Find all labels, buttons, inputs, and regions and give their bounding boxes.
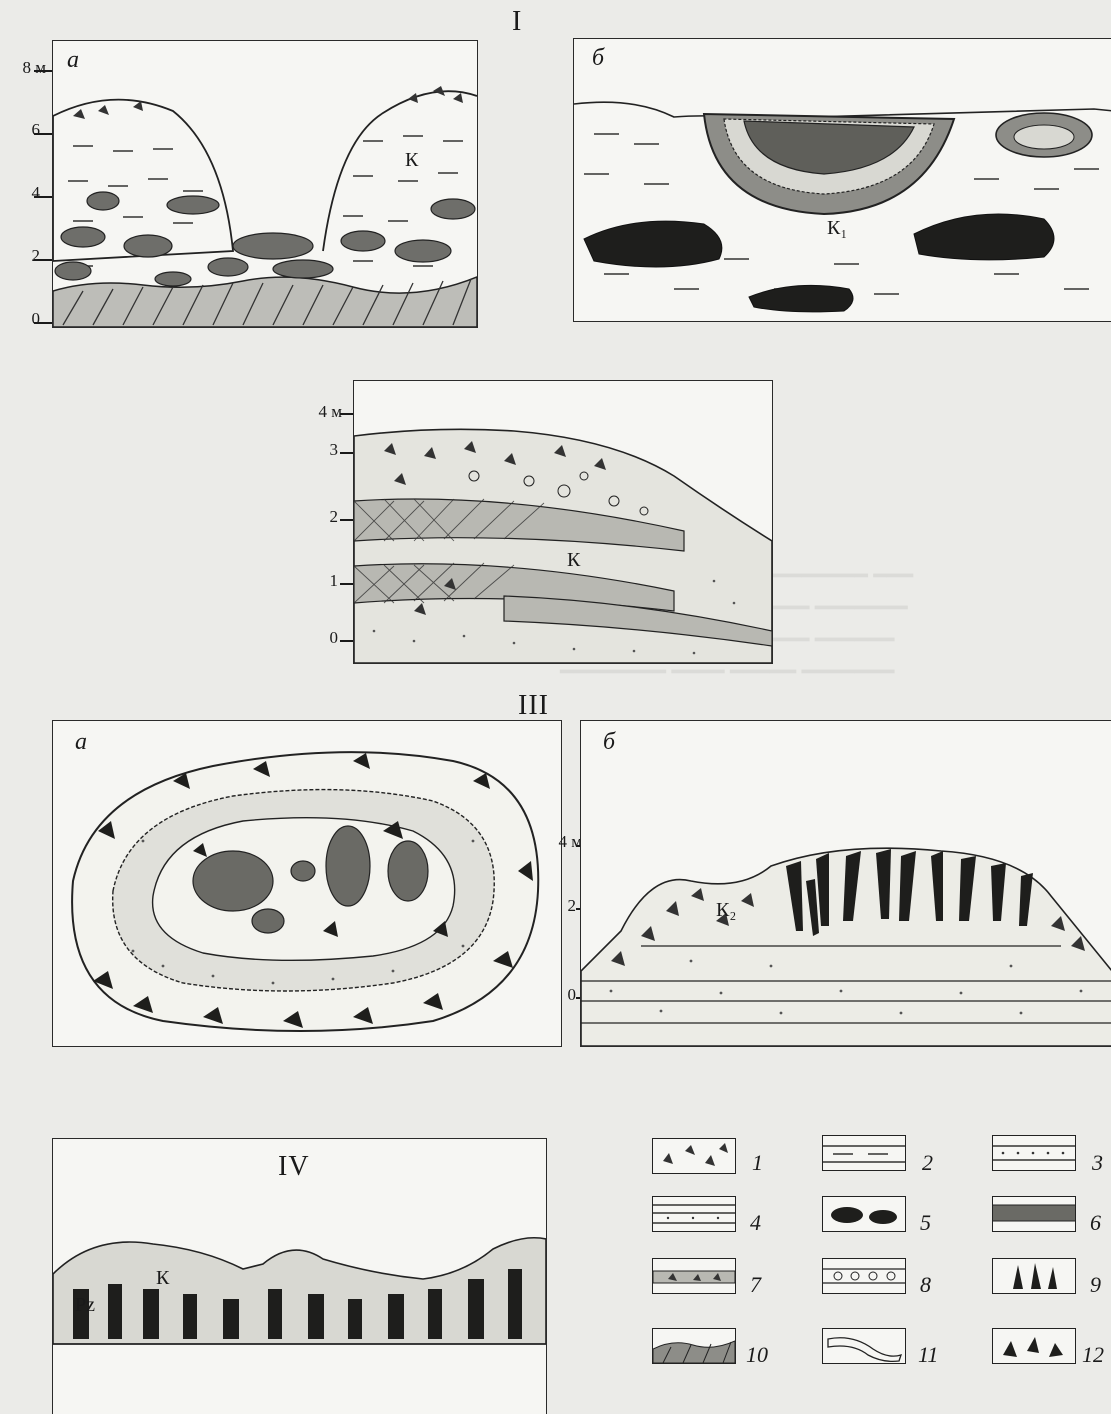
legend-swatch-silt bbox=[652, 1196, 736, 1232]
unit-symbol-K: К bbox=[156, 1267, 169, 1290]
panel-II-section bbox=[354, 381, 772, 663]
figure-label-I: I bbox=[512, 6, 522, 38]
panel-Ia-section bbox=[53, 41, 477, 327]
panel-Ia: а К bbox=[52, 40, 478, 328]
tick-label: 8 м bbox=[2, 58, 46, 78]
legend-number: 2 bbox=[922, 1150, 933, 1176]
legend-number: 12 bbox=[1082, 1342, 1104, 1368]
tick-label: 4 bbox=[2, 183, 40, 203]
tick-label: 2 bbox=[536, 896, 576, 916]
legend-number: 3 bbox=[1092, 1150, 1103, 1176]
tick-label: 0 bbox=[2, 309, 40, 329]
panel-IIIb: б К₂ bbox=[580, 720, 1111, 1047]
legend-swatch-mixed-lens bbox=[652, 1258, 736, 1294]
panel-IIIa-plan bbox=[53, 721, 561, 1046]
panel-letter: а bbox=[75, 729, 87, 756]
figure-label-III: III bbox=[518, 690, 549, 722]
legend-number: 9 bbox=[1090, 1272, 1101, 1298]
panel-IIIa: а bbox=[52, 720, 562, 1047]
legend-swatch-concretions bbox=[822, 1196, 906, 1232]
tick-label: 6 bbox=[2, 120, 40, 140]
legend-swatch-debris bbox=[992, 1328, 1076, 1364]
tick-label: 0 bbox=[300, 628, 338, 648]
legend-swatch-vein bbox=[822, 1328, 906, 1364]
panel-letter: а bbox=[67, 47, 79, 74]
panel-letter: б bbox=[592, 45, 604, 72]
tick-label: 4 м bbox=[300, 402, 342, 422]
legend-number: 7 bbox=[750, 1272, 761, 1298]
legend-swatch-dense-layer bbox=[992, 1196, 1076, 1232]
unit-symbol: К bbox=[567, 549, 580, 572]
figure-label-IV: IV bbox=[278, 1151, 310, 1183]
tick-label: 1 bbox=[300, 571, 338, 591]
tick-label: 4 м bbox=[536, 832, 582, 852]
legend-number: 1 bbox=[752, 1150, 763, 1176]
unit-symbol-Pz: Pz bbox=[75, 1294, 95, 1317]
legend-swatch-gravel bbox=[822, 1258, 906, 1294]
unit-symbol: К₂ bbox=[716, 899, 736, 922]
tick-label: 3 bbox=[300, 440, 338, 460]
legend-number: 5 bbox=[920, 1210, 931, 1236]
panel-Ib-section bbox=[574, 39, 1111, 321]
panel-II: К bbox=[353, 380, 773, 664]
legend-number: 8 bbox=[920, 1272, 931, 1298]
panel-letter: б bbox=[603, 729, 615, 756]
tick-mark bbox=[34, 322, 54, 324]
tick-mark bbox=[34, 133, 54, 135]
unit-symbol: К₁ bbox=[827, 217, 847, 240]
tick-label: 2 bbox=[2, 246, 40, 266]
legend-swatch-sand bbox=[992, 1135, 1076, 1171]
legend-swatch-rubble bbox=[652, 1138, 736, 1174]
legend-number: 4 bbox=[750, 1210, 761, 1236]
legend-number: 10 bbox=[746, 1342, 768, 1368]
tick-label: 0 bbox=[536, 985, 576, 1005]
legend-swatch-bedrock bbox=[652, 1328, 736, 1364]
panel-IIIb-section bbox=[581, 721, 1111, 1046]
tick-mark bbox=[34, 70, 54, 72]
panel-IV: IV К Pz bbox=[52, 1138, 547, 1414]
legend-number: 6 bbox=[1090, 1210, 1101, 1236]
legend-swatch-stalks bbox=[992, 1258, 1076, 1294]
tick-mark bbox=[34, 196, 54, 198]
legend-swatch-clay bbox=[822, 1135, 906, 1171]
legend-number: 11 bbox=[918, 1342, 938, 1368]
tick-label: 2 bbox=[300, 507, 338, 527]
unit-symbol: К bbox=[405, 149, 418, 172]
tick-mark bbox=[34, 259, 54, 261]
panel-Ib: б К₁ bbox=[573, 38, 1111, 322]
